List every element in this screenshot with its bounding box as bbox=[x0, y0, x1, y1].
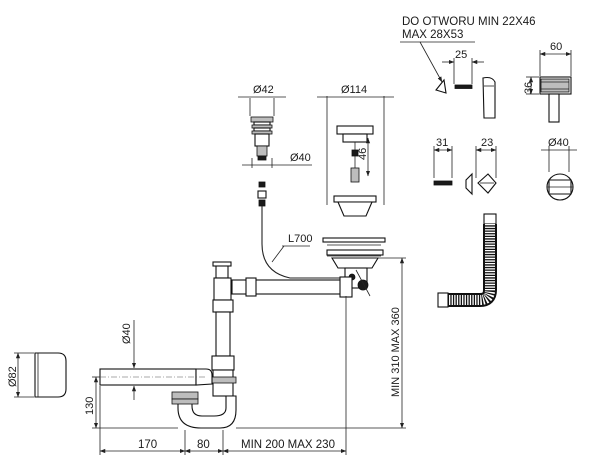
overflow-branch bbox=[212, 261, 353, 301]
standpipe bbox=[209, 299, 237, 397]
dim-l700-label: L700 bbox=[288, 233, 312, 245]
dim-60: 60 bbox=[539, 41, 572, 76]
dim-40-pipe: Ø40 bbox=[121, 320, 137, 400]
end-cap bbox=[34, 352, 67, 398]
dim-l700: L700 bbox=[271, 233, 312, 263]
remote-cable bbox=[257, 181, 345, 279]
overflow-nut bbox=[465, 172, 497, 196]
dim-82-label: Ø82 bbox=[7, 366, 19, 387]
hole-note-line2: MAX 28X53 bbox=[402, 29, 463, 41]
dim-31: 31 bbox=[433, 137, 453, 178]
dim-130: 130 bbox=[84, 376, 178, 429]
dim-114: Ø114 bbox=[317, 84, 394, 205]
dim-height-label: MIN 310 MAX 360 bbox=[390, 307, 402, 397]
dim-42-label: Ø42 bbox=[253, 84, 274, 96]
dim-height: MIN 310 MAX 360 bbox=[236, 257, 406, 429]
dim-40-side-label: Ø40 bbox=[548, 137, 569, 149]
flexible-overflow-hose bbox=[437, 213, 497, 308]
dim-36: 36 bbox=[523, 76, 539, 95]
overflow-box bbox=[539, 76, 572, 123]
dim-40-side: Ø40 bbox=[541, 137, 577, 172]
overflow-cover-side bbox=[482, 76, 496, 119]
dim-60-label: 60 bbox=[550, 41, 562, 53]
connecting-screw bbox=[433, 180, 453, 186]
dim-80-label: 80 bbox=[197, 439, 210, 451]
outlet-pipe bbox=[99, 368, 213, 386]
dim-length-label: MIN 200 MAX 230 bbox=[241, 439, 335, 451]
dim-46: 46 bbox=[357, 137, 371, 177]
dim-46-label: 46 bbox=[357, 148, 369, 160]
dim-23-label: 23 bbox=[481, 137, 493, 149]
dim-114-label: Ø114 bbox=[341, 84, 367, 96]
dim-40-pipe-label: Ø40 bbox=[121, 323, 133, 344]
overflow-screw bbox=[454, 84, 473, 89]
dim-25: 25 bbox=[442, 49, 484, 84]
pipe-connector bbox=[546, 173, 574, 201]
dim-36-label: 36 bbox=[523, 82, 535, 94]
trap-bend bbox=[171, 391, 237, 429]
overflow-cover-front bbox=[435, 78, 447, 94]
basket-plug bbox=[250, 116, 274, 161]
strainer-body bbox=[333, 195, 377, 217]
sink-washers bbox=[322, 237, 386, 257]
dim-25-label: 25 bbox=[455, 49, 467, 61]
dim-23: 23 bbox=[475, 137, 497, 178]
dim-40-plug-label: Ø40 bbox=[290, 152, 311, 164]
dim-42: Ø42 bbox=[238, 84, 286, 116]
dim-40-plug: Ø40 bbox=[242, 152, 312, 168]
dim-130-label: 130 bbox=[84, 397, 96, 415]
dim-170-label: 170 bbox=[138, 439, 157, 451]
overflow-note: DO OTWORU MIN 22X46 MAX 28X53 bbox=[400, 16, 536, 83]
dim-82: Ø82 bbox=[7, 352, 34, 398]
dim-bottom: 170 80 MIN 200 MAX 230 bbox=[99, 296, 347, 455]
note-leader bbox=[419, 41, 443, 83]
dim-31-label: 31 bbox=[436, 137, 448, 149]
hole-note-line1: DO OTWORU MIN 22X46 bbox=[402, 16, 536, 28]
